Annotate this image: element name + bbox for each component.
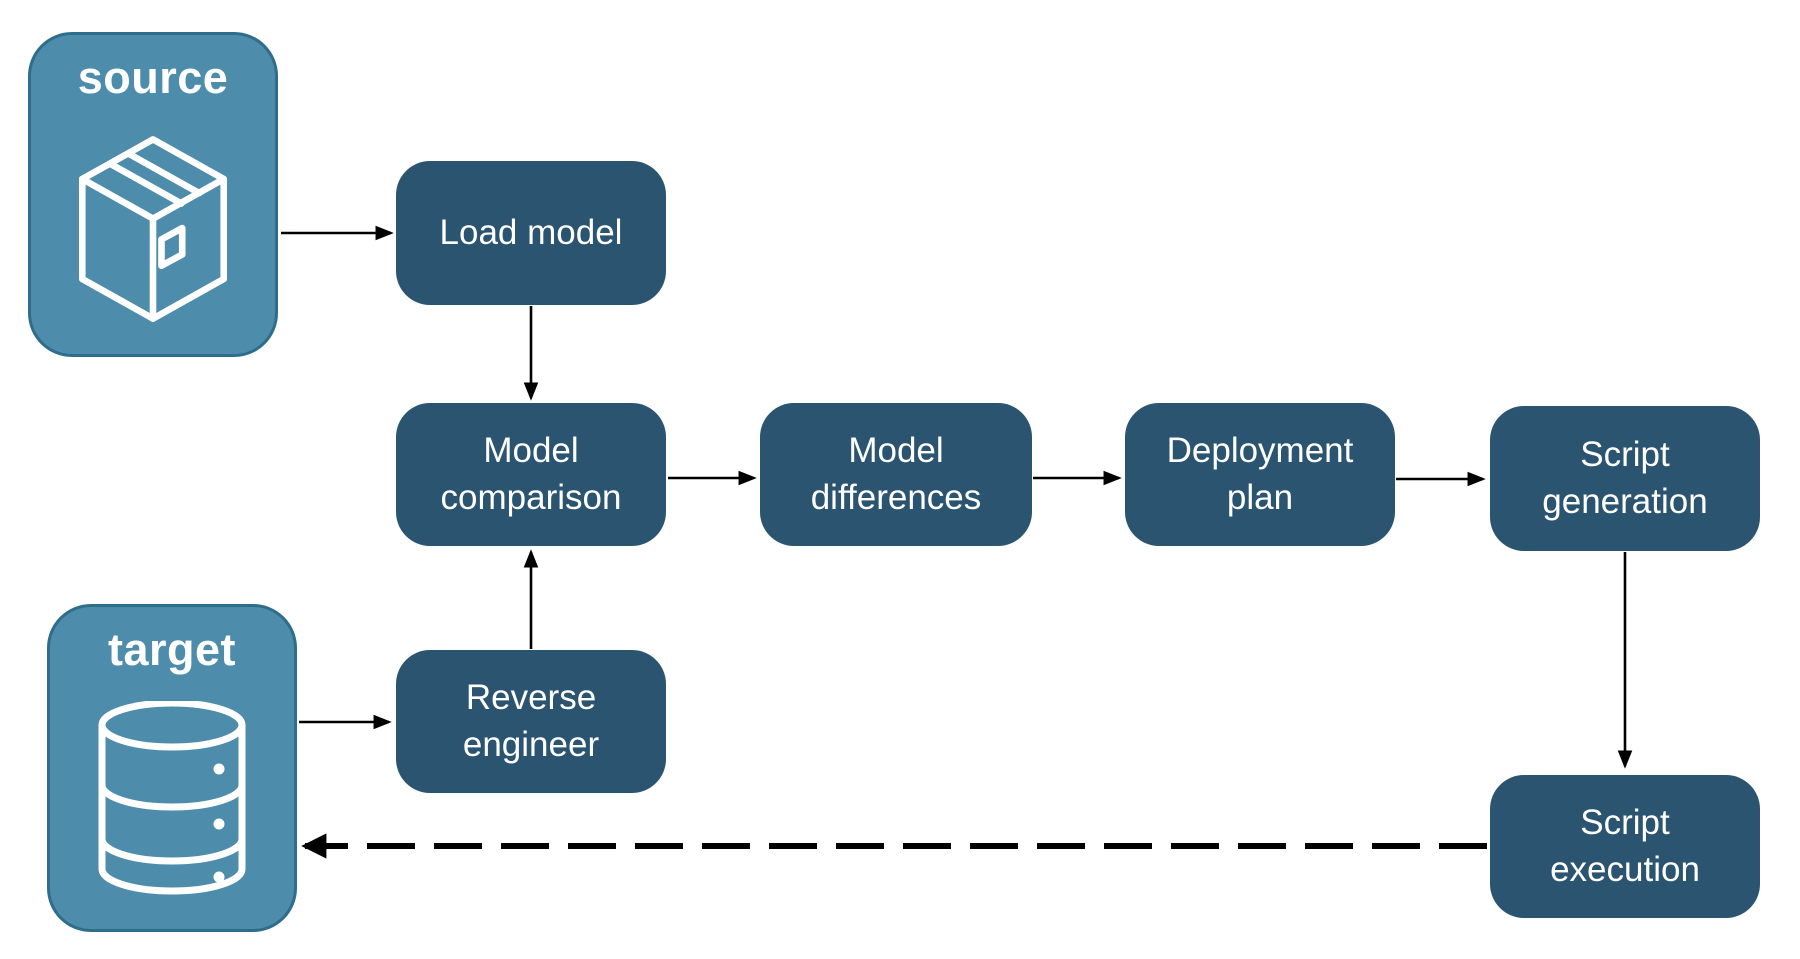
node-deployment-plan: Deployment plan <box>1125 403 1395 546</box>
node-model-differences: Model differences <box>760 403 1032 546</box>
node-label: Model differences <box>810 431 982 517</box>
database-dot <box>213 763 225 775</box>
node-label: Reverse engineer <box>462 678 600 764</box>
node-label: Deployment plan <box>1166 431 1354 517</box>
node-script-generation: Script generation <box>1490 406 1760 551</box>
source-container: source <box>28 32 278 357</box>
node-label: Script execution <box>1550 803 1700 889</box>
target-container: target <box>47 604 297 932</box>
database-icon <box>98 701 246 895</box>
package-icon <box>78 136 228 322</box>
source-label: source <box>77 52 229 103</box>
database-dot <box>213 871 225 883</box>
node-label: Model comparison <box>440 431 622 517</box>
node-script-execution: Script execution <box>1490 775 1760 918</box>
node-load-model: Load model <box>396 161 666 305</box>
database-dot <box>213 818 225 830</box>
target-label: target <box>107 624 237 675</box>
node-model-comparison: Model comparison <box>396 403 666 546</box>
node-label: Script generation <box>1542 435 1708 521</box>
node-reverse-engineer: Reverse engineer <box>396 650 666 793</box>
node-label: Load model <box>439 212 623 252</box>
